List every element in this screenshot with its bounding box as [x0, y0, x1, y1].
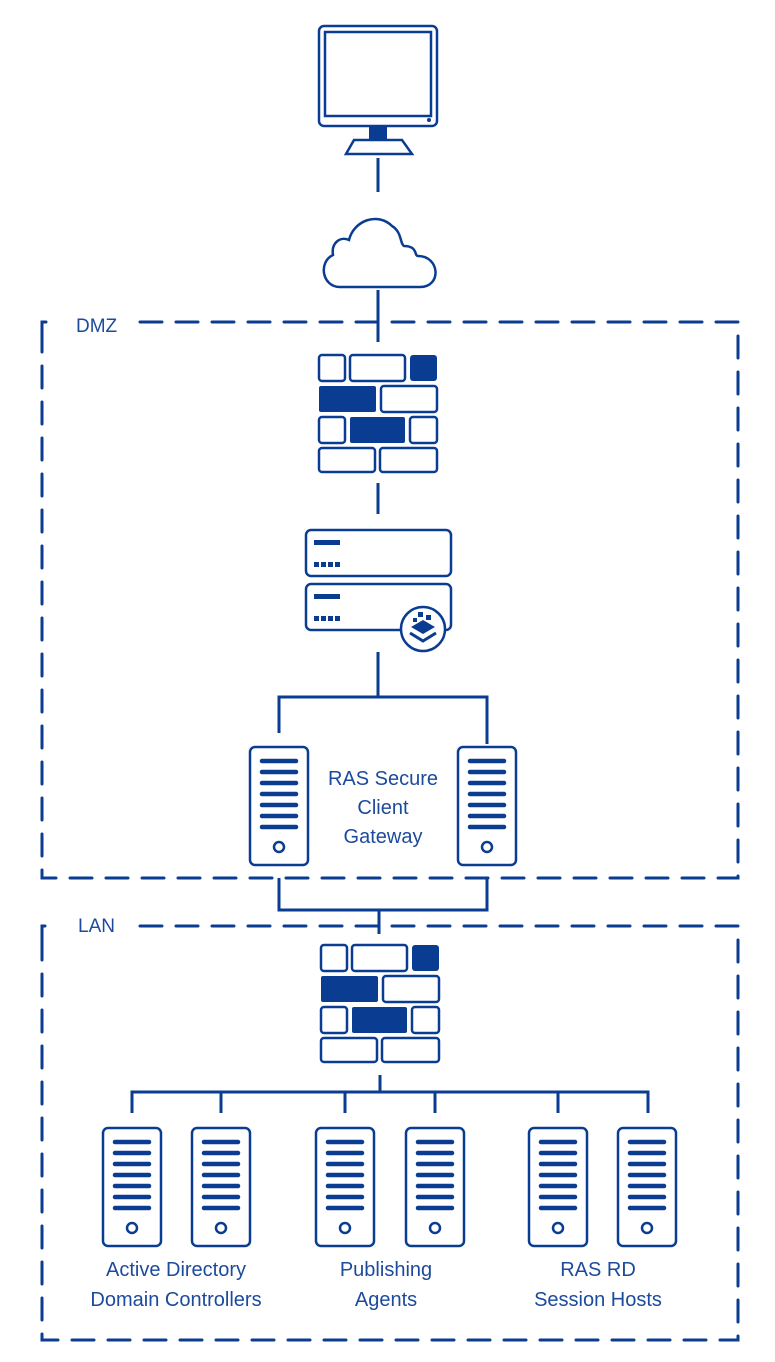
gateway-server-1-icon [250, 747, 308, 865]
lan-bus [130, 1090, 650, 1113]
rdsh-server-2-icon [618, 1128, 676, 1246]
rdsh-label-line-1: RAS RD [560, 1259, 636, 1281]
dmz-label: DMZ [76, 316, 118, 337]
gateway-label-line-3: Gateway [344, 826, 423, 848]
lan-zone: LAN [40, 916, 740, 1342]
lan-label: LAN [78, 916, 115, 937]
ad-label-line-2: Domain Controllers [90, 1289, 261, 1311]
publishing-label-line-2: Agents [355, 1289, 417, 1311]
connector-gateway-split [277, 695, 489, 744]
monitor-icon [317, 24, 439, 156]
lan-firewall-icon [319, 943, 441, 1064]
connector-gateways-join [277, 878, 489, 912]
gateway-label-line-1: RAS Secure [328, 768, 438, 790]
ad-server-1-icon [103, 1128, 161, 1246]
publishing-server-2-icon [406, 1128, 464, 1246]
gateway-label-line-2: Client [357, 797, 409, 819]
layers-icon [399, 605, 447, 653]
gateway-server-2-icon [458, 747, 516, 865]
rdsh-label-line-2: Session Hosts [534, 1289, 662, 1311]
publishing-label-line-1: Publishing [340, 1259, 432, 1281]
ad-server-2-icon [192, 1128, 250, 1246]
cloud-icon [322, 217, 437, 289]
ad-label-line-1: Active Directory [106, 1259, 246, 1281]
dmz-zone: DMZ [40, 316, 740, 880]
publishing-server-1-icon [316, 1128, 374, 1246]
rdsh-server-1-icon [529, 1128, 587, 1246]
rack-server-icon [304, 528, 453, 632]
dmz-firewall-icon [317, 353, 439, 474]
